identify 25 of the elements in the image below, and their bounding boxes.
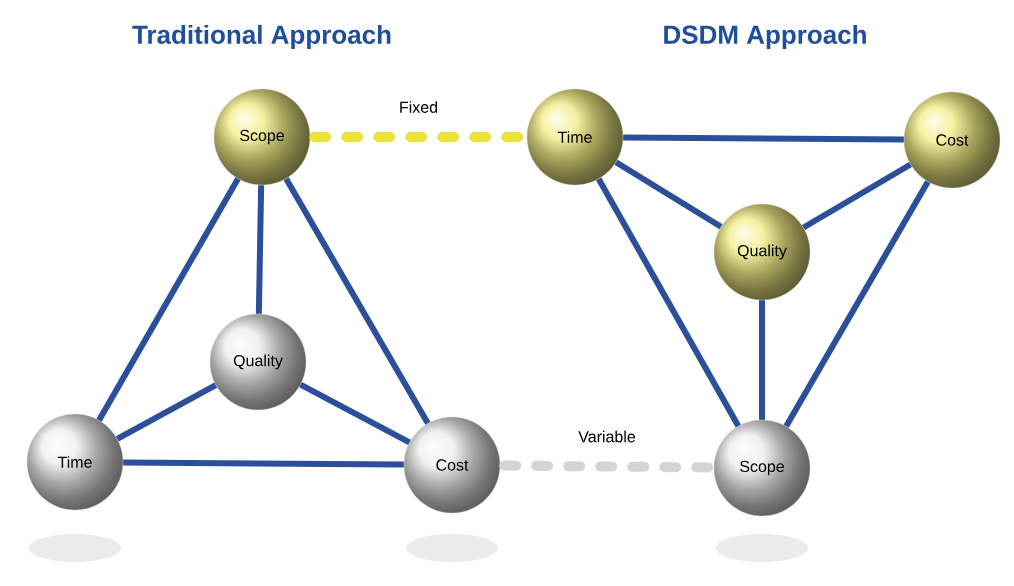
connector-line bbox=[614, 159, 723, 230]
connector-line bbox=[802, 161, 912, 231]
connector-line bbox=[115, 382, 218, 442]
circle-node: Cost bbox=[903, 91, 1001, 189]
circle-node: Time bbox=[526, 88, 624, 186]
connector-line bbox=[596, 177, 741, 428]
connector-line bbox=[299, 381, 411, 446]
connector-line bbox=[623, 134, 904, 143]
connector-line bbox=[255, 185, 265, 314]
circle-node: Quality bbox=[209, 313, 307, 411]
circle-node: Cost bbox=[403, 416, 501, 514]
circle-node: Scope bbox=[713, 419, 811, 517]
edge-label: Variable bbox=[578, 430, 636, 443]
connector-line bbox=[759, 300, 765, 420]
connector-line bbox=[123, 459, 404, 468]
connector-line bbox=[96, 177, 241, 422]
circle-node: Time bbox=[26, 413, 124, 511]
section-title: DSDM Approach bbox=[664, 24, 866, 50]
circle-node: Quality bbox=[713, 203, 811, 301]
connector-line bbox=[283, 177, 431, 425]
section-title: Traditional Approach bbox=[132, 24, 391, 50]
edge-label: Fixed bbox=[400, 101, 438, 113]
connector-line bbox=[783, 180, 931, 428]
connector-line bbox=[499, 460, 715, 473]
circle-node: Scope bbox=[213, 88, 311, 186]
